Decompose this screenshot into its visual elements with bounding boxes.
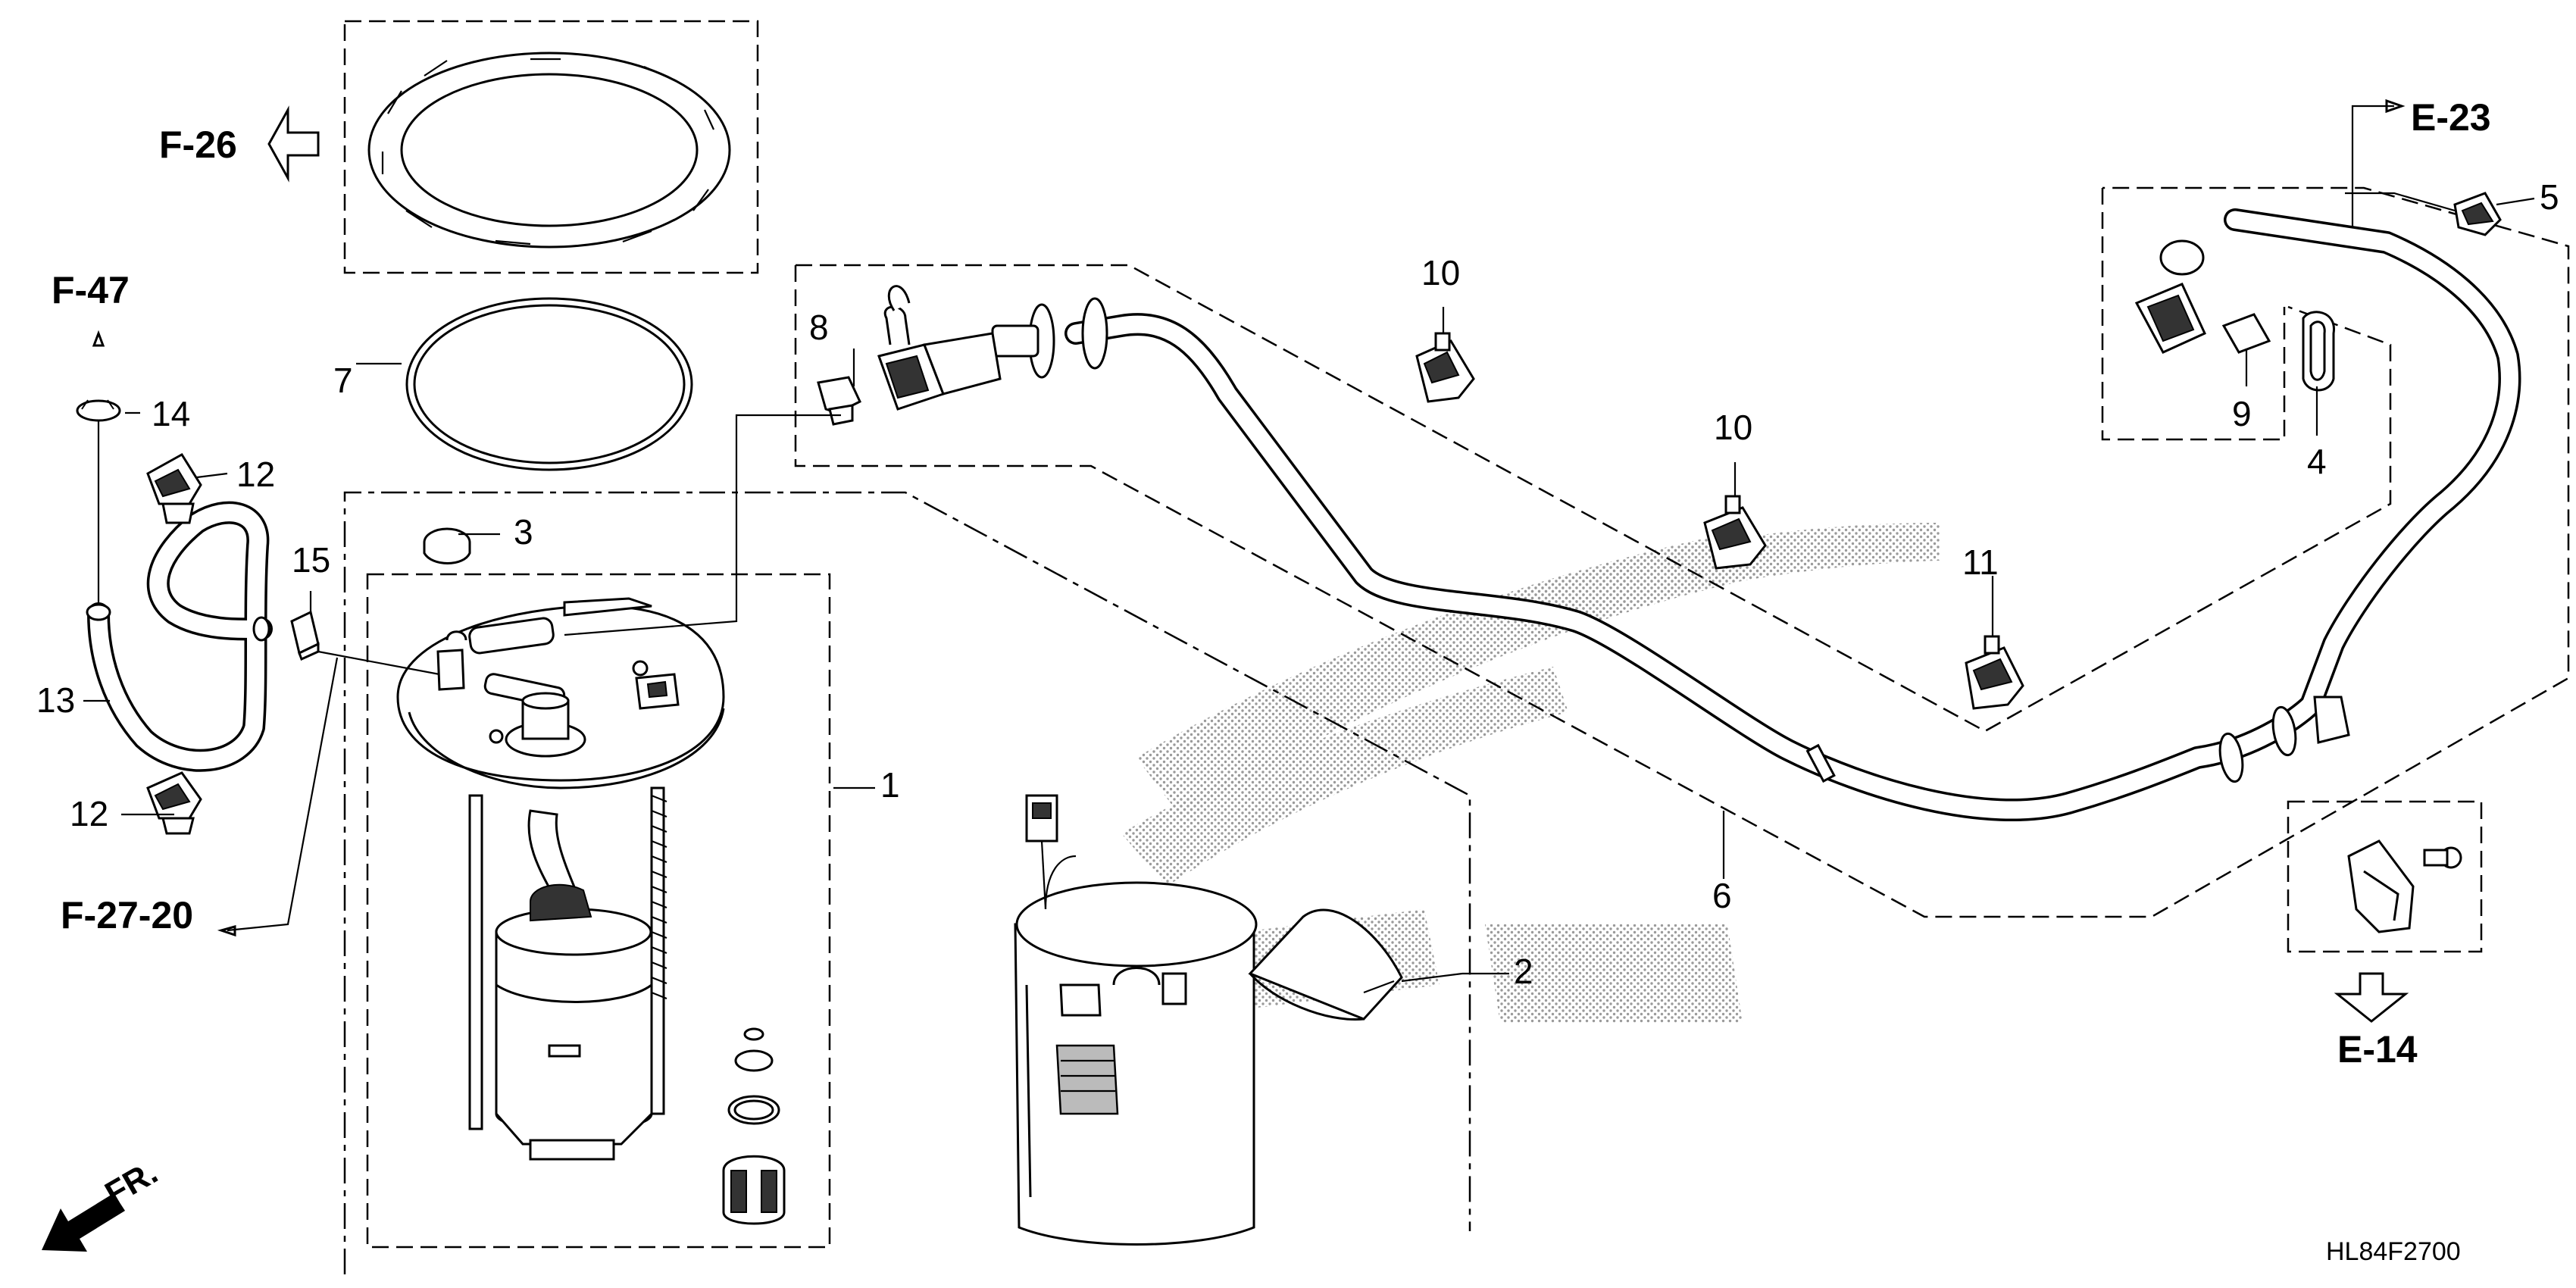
fuel-pump-assembly-1 [396,597,725,1161]
arrow-left-f26 [267,105,320,183]
quick-connector [877,285,1002,411]
callout-14: 14 [152,394,190,433]
callout-15: 15 [292,540,330,580]
callout-6: 6 [1712,876,1732,915]
callout-1: 1 [880,765,900,805]
clip-11 [1965,635,2024,710]
callout-5: 5 [2540,177,2559,217]
clip-12-upper [146,452,202,524]
callout-2: 2 [1514,952,1533,991]
seal-set [722,1027,786,1225]
fuel-reservoir-2 [1014,794,1403,1246]
ref-f26[interactable]: F-26 [159,123,237,166]
group-boxes [343,20,2570,1274]
bracket-e14 [2347,839,2462,933]
callout-10-upper: 10 [1421,253,1460,292]
ref-f2720[interactable]: F-27-20 [61,894,193,936]
clip-10-upper [1415,332,1475,403]
callout-9: 9 [2232,394,2252,433]
clip-15 [290,610,320,661]
callout-12-lower: 12 [70,794,108,833]
part-3-cap [423,527,471,564]
cap-14 [76,399,121,422]
callout-8: 8 [809,308,829,347]
ref-f47[interactable]: F-47 [52,269,130,311]
ref-e14[interactable]: E-14 [2337,1028,2418,1071]
left-hose-13 [86,415,273,772]
o-ring [405,297,693,471]
main-fuel-hose-6 [991,208,2521,822]
callout-13: 13 [36,680,75,720]
clip-12-lower [146,771,202,835]
leader-lines [83,98,2535,983]
callout-10-lower: 10 [1714,408,1752,447]
diagram-code: HL84F2700 [2326,1237,2461,1266]
callout-11: 11 [1962,542,1999,582]
callout-4: 4 [2307,442,2327,481]
clip-10-lower [1703,495,1767,570]
callout-12-upper: 12 [236,455,275,494]
callout-3: 3 [514,512,533,552]
front-arrow-icon [42,1193,125,1252]
clip-5 [2453,192,2502,236]
arrow-down-e14 [2334,972,2409,1023]
upper-right-connector [2134,239,2335,392]
ref-e23[interactable]: E-23 [2411,96,2491,139]
callout-7: 7 [333,361,353,400]
retainer-ring [367,52,731,249]
